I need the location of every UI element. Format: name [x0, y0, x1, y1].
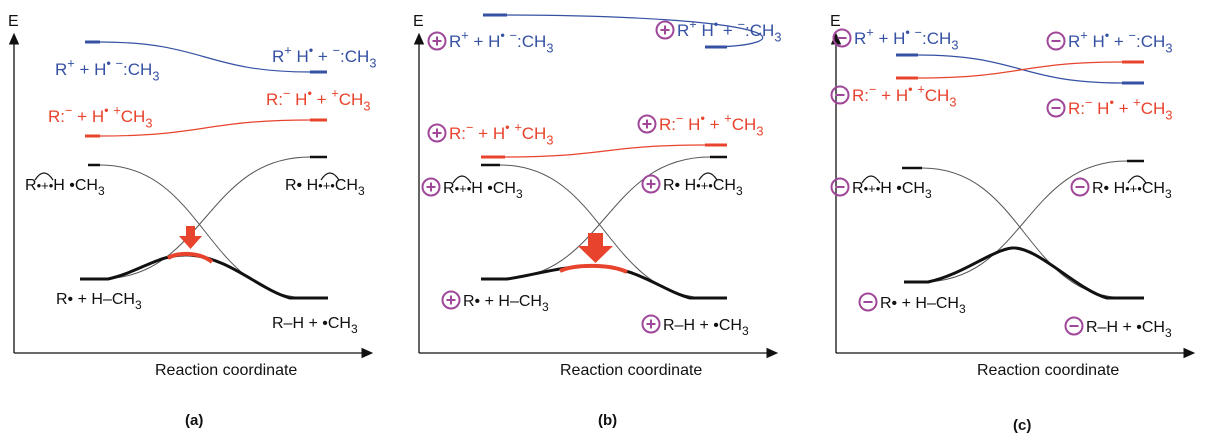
blue-right-label: R+ H• + −:CH3: [272, 42, 376, 70]
red-right-label-charge-icon: [637, 114, 657, 134]
charge-circle: [1070, 177, 1090, 197]
red-right-label: R:− H• + +CH3: [659, 110, 763, 138]
blue-left-label: R+ + H• −:CH3: [55, 55, 159, 83]
blue-right-label-charge-icon: [1046, 31, 1066, 51]
blue-left-label-charge-icon: [832, 28, 852, 48]
charge-circle: [427, 31, 447, 51]
blue-right-label: R+ H• + −:CH3: [677, 16, 781, 44]
stabilization-arrow: [578, 233, 613, 263]
reactant-label-charge-icon: [858, 292, 878, 312]
y-axis-label: E: [8, 13, 19, 30]
vb-left-label-charge-icon: [830, 177, 850, 197]
charge-circle: [1046, 98, 1066, 118]
x-axis-label: Reaction coordinate: [560, 362, 702, 379]
blue-state-curve: [99, 41, 311, 73]
vb-left-label: R•+•H •CH3: [852, 180, 932, 201]
vb-left-label: R•+•H •CH3: [443, 180, 523, 201]
blue-left-label: R+ + H• −:CH3: [854, 24, 958, 52]
red-left-label: R:− + H• +CH3: [48, 102, 152, 130]
charge-circle: [427, 123, 447, 143]
charge-circle: [655, 20, 675, 40]
vb-curve-product: [99, 156, 311, 280]
blue-state-curve: [490, 14, 764, 48]
charge-circle: [830, 177, 850, 197]
transition-state-highlight: [166, 251, 214, 264]
electron-pair-arc: [320, 172, 340, 181]
reactant-label: R• + H–CH3: [56, 291, 142, 312]
x-axis-label: Reaction coordinate: [155, 362, 297, 379]
vb-right-label: R• H•+•CH3: [1092, 180, 1172, 201]
vb-right-label: R• H•+•CH3: [663, 177, 743, 198]
ground-state-curve: [904, 246, 1144, 300]
charge-circle: [832, 28, 852, 48]
panel-a: E Reaction coordinate (a) R+ + H• −:CH3 R+ H…: [8, 13, 376, 429]
panel-caption: (c): [1013, 417, 1031, 434]
x-axis-label: Reaction coordinate: [977, 362, 1119, 379]
vb-right-label-charge-icon: [1070, 177, 1090, 197]
vb-curve-product: [499, 156, 711, 280]
electron-pair-arc: [452, 175, 472, 184]
red-state-curve: [917, 61, 1123, 79]
electron-pair-arc: [698, 172, 718, 181]
charge-circle: [858, 292, 878, 312]
vb-right-label: R• H•+•CH3: [285, 177, 365, 198]
red-left-label-charge-icon: [830, 85, 850, 105]
vb-curve-product: [921, 160, 1128, 283]
y-axis-label: E: [830, 13, 841, 30]
charge-circle: [421, 177, 441, 197]
charge-circle: [637, 114, 657, 134]
charge-circle: [441, 290, 461, 310]
product-label: R–H + •CH3: [663, 317, 749, 338]
charge-circle: [1064, 316, 1084, 336]
vb-left-label-charge-icon: [421, 177, 441, 197]
product-label: R–H + •CH3: [1086, 319, 1172, 340]
charge-circle: [641, 314, 661, 334]
blue-right-label-charge-icon: [655, 20, 675, 40]
transition-state-highlight: [559, 263, 628, 274]
vb-left-label: R•+•H •CH3: [25, 177, 105, 198]
electron-pair-arc: [861, 175, 881, 184]
red-right-label-charge-icon: [1046, 98, 1066, 118]
reactant-label: R• + H–CH3: [880, 295, 966, 316]
product-label: R–H + •CH3: [272, 315, 358, 336]
product-label-charge-icon: [641, 314, 661, 334]
electron-pair-arc: [1127, 175, 1147, 184]
vb-right-label-charge-icon: [641, 174, 661, 194]
blue-left-label: R+ + H• −:CH3: [449, 27, 553, 55]
panel-c: E Reaction coordinate (c) R+ + H• −:CH3 R+ H…: [830, 13, 1196, 434]
red-left-label: R:− + H• +CH3: [449, 119, 553, 147]
charge-circle: [1046, 31, 1066, 51]
red-right-label: R:− H• + +CH3: [266, 85, 370, 113]
reactant-label: R• + H–CH3: [463, 293, 549, 314]
electron-pair-arc: [34, 172, 54, 181]
charge-circle: [830, 85, 850, 105]
blue-left-label-charge-icon: [427, 31, 447, 51]
blue-state-curve: [917, 54, 1123, 84]
y-axis-label: E: [413, 13, 424, 30]
blue-right-label: R+ H• + −:CH3: [1068, 27, 1172, 55]
stabilization-arrow: [179, 226, 202, 249]
red-left-label: R:− + H• +CH3: [852, 81, 956, 109]
red-state-curve: [504, 144, 706, 158]
red-left-label-charge-icon: [427, 123, 447, 143]
panel-caption: (b): [598, 412, 617, 429]
red-right-label: R:− H• + +CH3: [1068, 94, 1172, 122]
vb-curve-reactant: [99, 164, 311, 299]
reactant-label-charge-icon: [441, 290, 461, 310]
charge-circle: [641, 174, 661, 194]
red-state-curve: [99, 119, 311, 137]
product-label-charge-icon: [1064, 316, 1084, 336]
panel-b: E Reaction coordinate (b) R+ + H• −:CH3 R+ H…: [413, 13, 781, 429]
panel-caption: (a): [185, 412, 203, 429]
